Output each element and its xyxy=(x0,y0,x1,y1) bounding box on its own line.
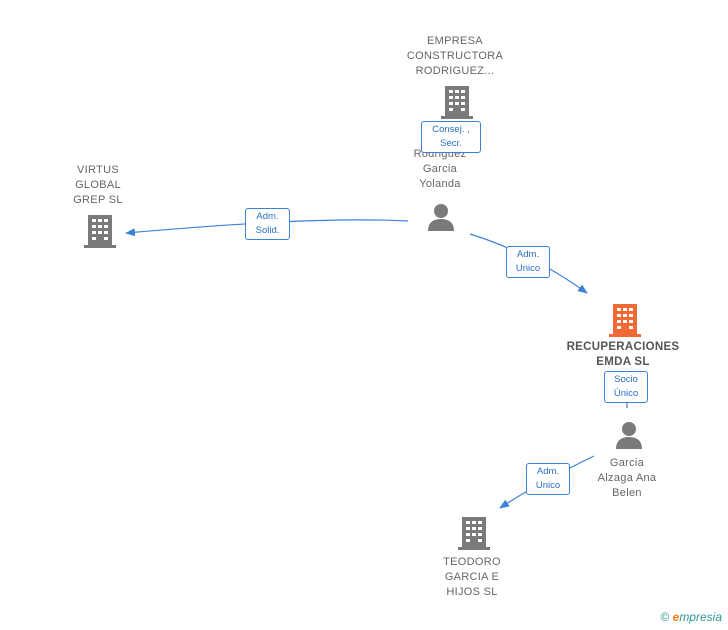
brand-name: mpresia xyxy=(679,610,722,624)
edge-label-adm-solid[interactable]: Adm. Solid. xyxy=(245,208,290,240)
person-icon[interactable] xyxy=(427,203,455,231)
edge-label-socio-unico[interactable]: Socio Único xyxy=(604,371,648,403)
edge-label-line: Adm. xyxy=(536,466,560,477)
building-icon[interactable] xyxy=(609,302,641,338)
edge-label-line: Consej. , xyxy=(432,124,470,135)
node-label-line: RODRIGUEZ... xyxy=(415,65,495,77)
edge-label-line: Adm. xyxy=(516,249,540,260)
node-label-line: Garcia xyxy=(609,457,645,469)
edge-label-line: Adm. xyxy=(256,211,279,222)
node-label-recuperaciones[interactable]: RECUPERACIONES EMDA SL xyxy=(558,340,688,370)
edge-label-line: Socio xyxy=(614,374,638,385)
brand-letter: e xyxy=(672,610,680,624)
building-icon[interactable] xyxy=(84,213,116,249)
edge-label-line: Único xyxy=(613,388,639,399)
node-label-line: HIJOS SL xyxy=(446,586,498,598)
edge-label-adm-unico[interactable]: Adm. Unico xyxy=(506,246,550,278)
node-label-line: GARCIA E xyxy=(444,571,500,583)
edge-label-line: Secr. xyxy=(440,138,462,149)
edge-label-adm-unico[interactable]: Adm. Unico xyxy=(526,463,570,495)
node-label-line: TEODORO xyxy=(443,556,501,568)
building-icon[interactable] xyxy=(458,515,490,551)
node-label-line: Belen xyxy=(612,487,642,499)
copyright-symbol: © xyxy=(660,610,670,624)
person-icon[interactable] xyxy=(615,421,643,449)
edge-label-line: Unico xyxy=(515,263,541,274)
node-label-empresa-constructora[interactable]: EMPRESA CONSTRUCTORA RODRIGUEZ... xyxy=(395,34,515,79)
node-label-line: EMPRESA xyxy=(427,35,483,47)
node-label-line: Yolanda xyxy=(419,178,461,190)
node-label-line: RECUPERACIONES xyxy=(566,341,680,353)
node-label-line: GLOBAL xyxy=(75,179,121,191)
node-label-line: Alzaga Ana xyxy=(597,472,657,484)
node-label-rodriguez[interactable]: Rodriguez Garcia Yolanda xyxy=(390,147,490,192)
node-label-line: GREP SL xyxy=(73,194,123,206)
node-label-line: EMDA SL xyxy=(596,356,650,368)
node-label-line: VIRTUS xyxy=(77,164,119,176)
building-icon[interactable] xyxy=(441,84,473,120)
brand-logo: © empresia xyxy=(660,610,722,624)
edge-label-line: Unico xyxy=(535,480,561,491)
node-label-line: CONSTRUCTORA xyxy=(406,50,504,62)
node-label-line: Garcia xyxy=(422,163,458,175)
node-label-virtus[interactable]: VIRTUS GLOBAL GREP SL xyxy=(55,163,141,208)
node-label-teodoro[interactable]: TEODORO GARCIA E HIJOS SL xyxy=(430,555,514,600)
edge-label-consej-secr[interactable]: Consej. , Secr. xyxy=(421,121,481,153)
node-label-garcia-alzaga[interactable]: Garcia Alzaga Ana Belen xyxy=(582,456,672,501)
edge-label-line: Solid. xyxy=(255,225,280,236)
